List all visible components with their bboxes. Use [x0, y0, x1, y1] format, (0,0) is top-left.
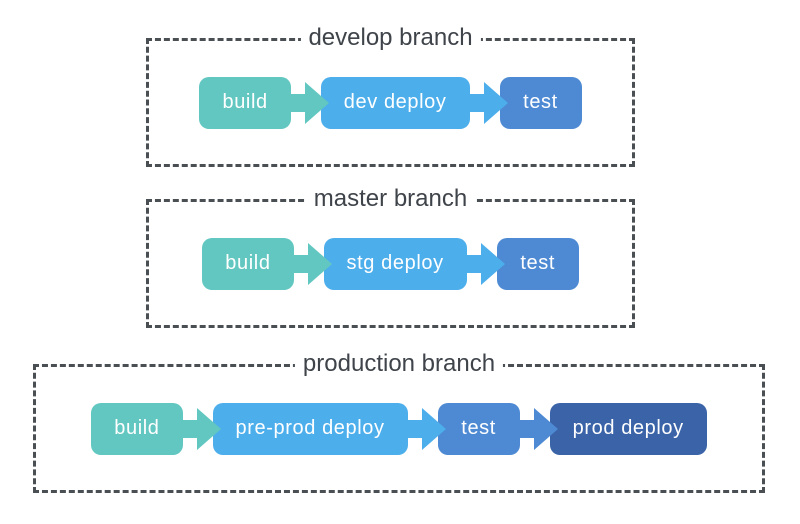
branch-title-master: master branch — [305, 185, 476, 213]
stage-test: test — [437, 402, 520, 455]
pipeline-master: build stg deploy test — [149, 202, 632, 325]
stage-build: build — [91, 402, 183, 455]
arrow-right-icon — [174, 407, 221, 450]
stage-dev-deploy: dev deploy — [320, 76, 470, 129]
pipeline-production: build pre-prod deploy test prod deploy — [36, 367, 762, 490]
stage-test: test — [499, 76, 582, 129]
pipeline-develop: build dev deploy test — [149, 41, 632, 164]
stage-build: build — [202, 237, 294, 290]
branch-title-develop: develop branch — [300, 24, 481, 52]
branch-box-production: production branch build pre-prod deploy te… — [33, 350, 765, 493]
arrow-right-icon — [282, 81, 329, 124]
branch-box-master: master branch build stg deploy test — [146, 185, 635, 328]
stage-build: build — [199, 76, 291, 129]
arrow-right-icon — [399, 407, 446, 450]
stage-prod-deploy: prod deploy — [549, 402, 707, 455]
arrow-right-icon — [511, 407, 558, 450]
arrow-right-icon — [285, 242, 332, 285]
stage-test: test — [496, 237, 579, 290]
branch-box-develop: develop branch build dev deploy test — [146, 24, 635, 167]
arrow-right-icon — [458, 242, 505, 285]
branch-title-production: production branch — [294, 350, 504, 378]
stage-stg-deploy: stg deploy — [323, 237, 467, 290]
arrow-right-icon — [461, 81, 508, 124]
stage-pre-prod-deploy: pre-prod deploy — [212, 402, 408, 455]
